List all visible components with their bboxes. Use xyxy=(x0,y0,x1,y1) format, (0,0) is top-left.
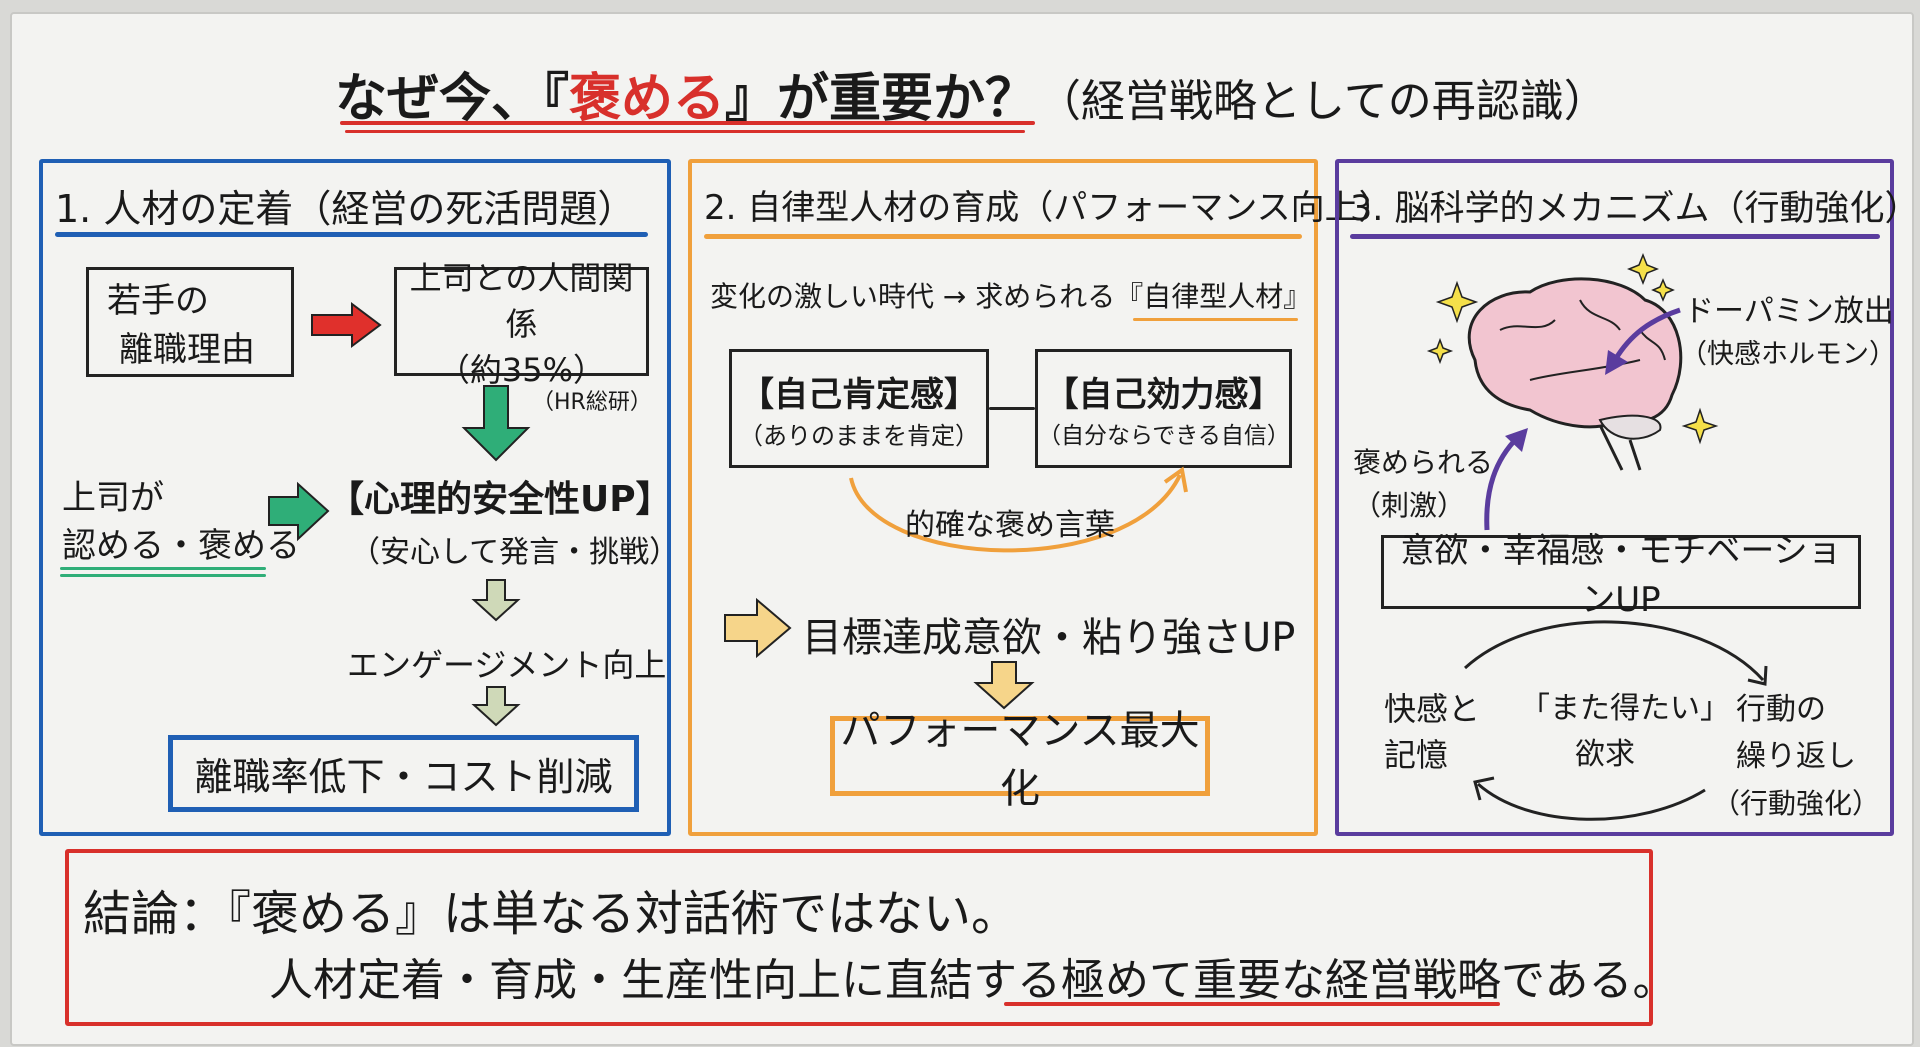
cycle-middle-2: 欲求 xyxy=(1575,737,1635,772)
title-after: 』が重要か？ xyxy=(725,69,1038,129)
panel1-heading-underline xyxy=(55,232,648,237)
relation-line-2: （約35%） xyxy=(437,350,606,389)
engagement-label: エンゲージメント向上 xyxy=(347,646,667,684)
relation-box: 上司との人間関係 （約35%） xyxy=(394,259,649,389)
motivation-label: 目標達成意欲・粘り強さUP xyxy=(802,615,1296,661)
title-underline xyxy=(340,121,1035,125)
retention-result-box: 離職率低下・コスト削減 xyxy=(168,735,639,812)
retention-result: 離職率低下・コスト削減 xyxy=(194,755,613,799)
boss-underline xyxy=(60,567,266,570)
self-esteem-box: 【自己肯定感】 （ありのままを肯定） xyxy=(729,349,989,468)
era-label: 変化の激しい時代 → 求められる xyxy=(710,280,1116,313)
boss-underline-2 xyxy=(60,574,266,577)
cycle-right-1: 行動の xyxy=(1736,692,1826,727)
cycle-right-2: 繰り返し xyxy=(1736,739,1856,774)
motivation-box-label: 意欲・幸福感・モチベーションUP xyxy=(1400,531,1842,620)
title-underline-2 xyxy=(345,130,1025,133)
cycle-middle: 「また得たい」 欲求 xyxy=(1520,686,1730,778)
panel3-heading: 3. 脳科学的メカニズム（行動強化） xyxy=(1350,189,1920,229)
reason-line-1: 若手の xyxy=(107,281,209,321)
panel1-heading: 1. 人材の定着（経営の死活問題） xyxy=(55,187,636,231)
praised-line-1: 褒められる xyxy=(1353,446,1494,479)
boss-line-1: 上司が xyxy=(62,478,164,518)
source-label: （HR総研） xyxy=(532,390,652,415)
self-efficacy-box: 【自己効力感】 （自分ならできる自信） xyxy=(1035,349,1292,468)
panel-autonomy xyxy=(688,159,1318,836)
reason-box: 若手の 離職理由 xyxy=(86,267,294,377)
conclusion-box xyxy=(65,849,1653,1026)
motivation-box: 意欲・幸福感・モチベーションUP xyxy=(1381,531,1861,620)
cycle-right-3: （行動強化） xyxy=(1712,787,1881,820)
relation-line-1: 上司との人間関係 xyxy=(409,258,634,343)
conclusion-underline xyxy=(1004,1002,1500,1006)
safety-sub: （安心して発言・挑戦） xyxy=(350,535,680,570)
title-sub: （経営戦略としての再認識） xyxy=(1037,76,1608,127)
performance-result: パフォーマンス最大化 xyxy=(840,708,1200,812)
cycle-left-1: 快感と xyxy=(1384,690,1481,728)
dopamine-line-1: ドーパミン放出 xyxy=(1684,294,1894,329)
self-esteem-sub: （ありのままを肯定） xyxy=(739,421,979,450)
praised-line-2: （刺激） xyxy=(1353,489,1466,522)
era-underline xyxy=(1133,318,1298,321)
performance-result-box: パフォーマンス最大化 xyxy=(830,708,1210,812)
safety-label: 【心理的安全性UP】 xyxy=(328,479,672,520)
self-efficacy-title: 【自己効力感】 xyxy=(1044,375,1283,415)
self-esteem-title: 【自己肯定感】 xyxy=(740,374,978,415)
panel-brain xyxy=(1335,159,1894,836)
conclusion-line-2: 人材定着・育成・生産性向上に直結する極めて重要な経営戦略である。 xyxy=(269,944,1677,1008)
page-title: なぜ今、『褒める』が重要か？（経営戦略としての再認識） xyxy=(335,56,1608,131)
conclusion-line-2-after: である。 xyxy=(1501,955,1677,1006)
reason-line-2: 離職理由 xyxy=(119,330,255,370)
title-before: なぜ今、『 xyxy=(335,69,570,129)
cycle-middle-1: 「また得たい」 xyxy=(1520,691,1730,726)
praise-words-label: 的確な褒め言葉 xyxy=(905,508,1115,543)
cycle-left-2: 記憶 xyxy=(1384,736,1449,774)
era-text: 変化の激しい時代 → 求められる『自律型人材』 xyxy=(710,275,1311,315)
dopamine-line-2: （快感ホルモン） xyxy=(1680,339,1896,370)
conclusion-highlight: 極めて重要な経営戦略 xyxy=(1061,955,1501,1006)
boss-line-2: 認める・褒める xyxy=(62,526,300,566)
conclusion-line-1: 結論：『褒める』は単なる対話術ではない。 xyxy=(83,886,1020,942)
cycle-right: 行動の 繰り返し （行動強化） xyxy=(1712,686,1880,827)
panel-retention xyxy=(39,159,671,836)
panel3-heading-underline xyxy=(1350,234,1880,239)
cycle-left: 快感と 記憶 xyxy=(1384,686,1480,778)
panel2-heading: 2. 自律型人材の育成（パフォーマンス向上） xyxy=(704,188,1393,228)
conclusion-line-2-before: 人材定着・育成・生産性向上に直結する xyxy=(269,955,1061,1006)
title-highlight: 褒める xyxy=(569,69,726,129)
panel2-heading-underline xyxy=(704,234,1302,239)
era-highlight: 『自律型人材』 xyxy=(1115,280,1312,313)
esteem-connector xyxy=(989,407,1035,410)
self-efficacy-sub: （自分ならできる自信） xyxy=(1038,423,1290,449)
